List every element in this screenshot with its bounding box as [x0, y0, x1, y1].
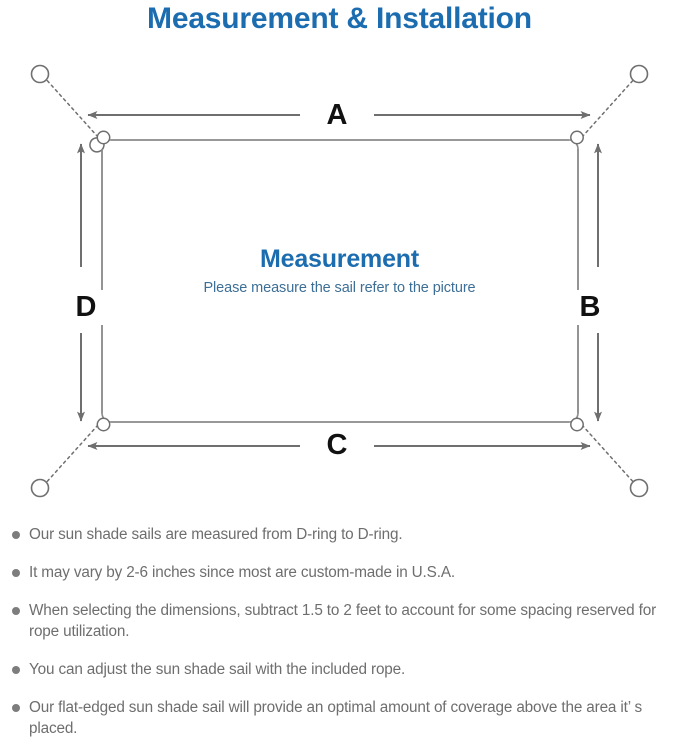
- anchor-point-top-left: [30, 64, 50, 84]
- anchor-point-top-right: [629, 64, 649, 84]
- list-item: Our sun shade sails are measured from D-…: [0, 524, 679, 545]
- shade-sail-body: [101, 139, 579, 423]
- note-text: You can adjust the sun shade sail with t…: [29, 661, 406, 678]
- dimension-label-b: B: [566, 290, 614, 325]
- bullet-icon: [12, 569, 20, 577]
- list-item: When selecting the dimensions, subtract …: [0, 600, 679, 642]
- bullet-icon: [12, 704, 20, 712]
- note-text: When selecting the dimensions, subtract …: [29, 602, 657, 640]
- note-text: It may vary by 2-6 inches since most are…: [29, 564, 455, 581]
- dimension-label-c: C: [308, 429, 366, 462]
- list-item: It may vary by 2-6 inches since most are…: [0, 562, 679, 583]
- diagram-svg: [30, 64, 649, 498]
- anchor-point-bottom-right: [629, 478, 649, 498]
- rope-top-right: [581, 76, 637, 138]
- list-item: You can adjust the sun shade sail with t…: [0, 659, 679, 680]
- notes-list: Our sun shade sails are measured from D-…: [0, 524, 679, 739]
- anchor-point-bottom-left: [30, 478, 50, 498]
- dimension-label-d: D: [62, 290, 110, 325]
- d-ring-bottom-left-loop: [96, 417, 111, 432]
- bullet-icon: [12, 666, 20, 674]
- rope-top-left: [43, 76, 99, 138]
- measurement-diagram: A B C D Measurement Please measure the s…: [0, 45, 679, 515]
- bullet-icon: [12, 607, 20, 615]
- d-ring-bottom-right-loop: [570, 417, 584, 432]
- rope-bottom-right: [581, 424, 637, 486]
- note-text: Our flat-edged sun shade sail will provi…: [29, 699, 643, 737]
- bullet-icon: [12, 531, 20, 539]
- note-text: Our sun shade sails are measured from D-…: [29, 526, 403, 543]
- dimension-label-a: A: [308, 99, 366, 132]
- d-ring-top-left-loop: [96, 130, 111, 145]
- d-ring-top-right-loop: [570, 130, 584, 145]
- list-item: Our flat-edged sun shade sail will provi…: [0, 697, 679, 739]
- page-title: Measurement & Installation: [147, 2, 532, 35]
- rope-bottom-left: [43, 424, 99, 486]
